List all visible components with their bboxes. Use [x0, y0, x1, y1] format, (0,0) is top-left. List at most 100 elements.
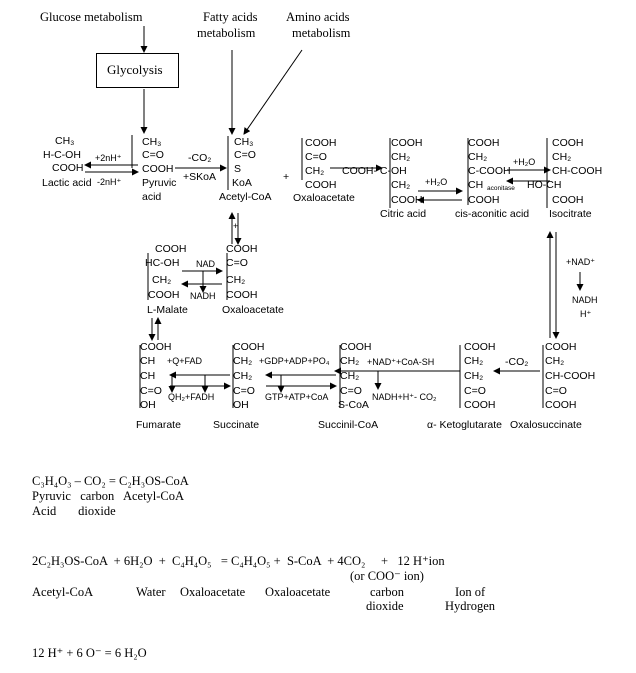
cis-l1: COOH — [468, 137, 500, 149]
lactic-name: Lactic acid — [42, 177, 92, 189]
citric-l2: CH₂ — [391, 151, 411, 163]
cis-l2: CH₂ — [468, 151, 488, 163]
oxalosucc-l5: COOH — [545, 399, 577, 411]
oxalosucc-l4: C=O — [545, 385, 567, 397]
eq3-line: 12 H⁺ + 6 O⁻ = 6 H₂O — [32, 646, 147, 660]
fumarate-name: Fumarate — [136, 419, 181, 431]
eq2-ion: Ion of — [455, 585, 486, 599]
iso-hplus: H⁺ — [580, 309, 592, 319]
citric-l4: CH₂ — [391, 179, 411, 191]
pyruvic-l3: COOH — [142, 163, 174, 175]
pyruvic-l2: C=O — [142, 149, 164, 161]
keto-l1: COOH — [464, 341, 496, 353]
oxalo-top-l3: CH₂ — [305, 165, 325, 177]
lactic-arrow-bottom: -2nH⁺ — [97, 177, 122, 187]
eq2-line: 2C₂H₃OS-CoA + 6H₂O + C₄H₄O₅ = C₄H₄O₅ + S… — [32, 554, 445, 568]
fumarate-l1: COOH — [140, 341, 172, 353]
amino-label-2: metabolism — [292, 26, 351, 40]
fumarate-l5: OH — [140, 399, 156, 411]
malate-name: L-Malate — [147, 304, 188, 316]
lactic-l2: H-C-OH — [43, 149, 81, 161]
citric-l1: COOH — [391, 137, 423, 149]
iso-l4: HO-CH — [527, 179, 562, 191]
eq1-labels: Pyruvic carbon Acetyl-CoA — [32, 489, 185, 503]
succinil-nad: +NAD⁺+CoA-SH — [367, 357, 435, 367]
eq2-oxalo2: Oxaloacetate — [265, 585, 331, 599]
oxalo-top-l4: COOH — [305, 179, 337, 191]
cis-l4: CH — [468, 179, 484, 191]
oxalosucc-l2: CH₂ — [545, 355, 565, 367]
citric-name: Citric acid — [380, 208, 427, 220]
keto-l4: C=O — [464, 385, 486, 397]
eq2-hydrogen: Hydrogen — [445, 599, 495, 613]
succinil-l5: S-CoA — [338, 399, 369, 411]
amino-label-1: Amino acids — [286, 10, 350, 24]
malate-l4: COOH — [148, 289, 180, 301]
succinil-name: Succinil-CoA — [318, 419, 379, 431]
acetyl-l1: CH₃ — [234, 136, 254, 148]
acetyl-name: Acetyl-CoA — [219, 191, 272, 203]
fumarate-l3: CH — [140, 370, 156, 382]
iso-nad: +NAD⁺ — [566, 257, 596, 267]
keto-l2: CH₂ — [464, 355, 484, 367]
malate-l3: CH₂ — [152, 274, 172, 286]
cis-h2o: +H₂O — [513, 157, 536, 167]
succinate-l3: CH₂ — [233, 370, 253, 382]
eq2-acetyl: Acetyl-CoA — [32, 585, 94, 599]
acetyl-plus: + — [283, 171, 290, 183]
fumarate-qfad: +Q+FAD — [167, 356, 203, 366]
lactic-l1: CH₃ — [55, 135, 75, 147]
pyruvic-name2: acid — [142, 191, 162, 203]
succinate-l2: CH₂ — [233, 355, 253, 367]
succinil-l3: CH₂ — [340, 370, 360, 382]
cis-name: cis-aconitic acid — [455, 208, 530, 220]
lactic-arrow-top: +2nH⁺ — [95, 153, 122, 163]
malate-l1: COOH — [155, 243, 187, 255]
oxalo-mid-plus: + — [233, 221, 239, 231]
malate-l2: HC-OH — [145, 257, 180, 269]
oxalo-mid-l1: COOH — [226, 243, 258, 255]
pyruvic-l1: CH₃ — [142, 136, 162, 148]
pyruvic-arrow-top: -CO₂ — [188, 152, 212, 164]
oxalo-mid-l2: C=O — [226, 257, 248, 269]
arrow-amino-acetyl — [243, 49, 303, 135]
cis-aconitase: aconitase — [487, 185, 515, 192]
citric-h2o: +H₂O — [425, 177, 448, 187]
oxalosucc-name: Oxalosuccinate — [510, 419, 582, 431]
iso-l5: COOH — [552, 194, 584, 206]
eq2-water: Water — [136, 585, 166, 599]
succinate-l4: C=O — [233, 385, 255, 397]
fatty-label-2: metabolism — [197, 26, 256, 40]
fatty-label-1: Fatty acids — [203, 10, 258, 24]
keto-name: α- Ketoglutarate — [427, 419, 502, 431]
lactic-l3: COOH — [52, 162, 84, 174]
keto-l3: CH₂ — [464, 370, 484, 382]
iso-l1: COOH — [552, 137, 584, 149]
keto-co2: -CO₂ — [505, 356, 529, 368]
succinate-gtp: GTP+ATP+CoA — [265, 392, 329, 402]
succinil-l1: COOH — [340, 341, 372, 353]
oxalosucc-l3: CH-COOH — [545, 370, 596, 382]
oxalo-mid-name: Oxaloacetate — [222, 304, 284, 316]
succinate-gdp: +GDP+ADP+PO₄ — [259, 356, 330, 366]
oxalo-mid-l3: CH₂ — [226, 274, 246, 286]
acetyl-l4: KoA — [232, 177, 252, 189]
iso-l3: CH-COOH — [552, 165, 603, 177]
keto-l5: COOH — [464, 399, 496, 411]
succinate-l5: OH — [233, 399, 249, 411]
succinate-l1: COOH — [233, 341, 265, 353]
citric-l5: COOH — [391, 194, 423, 206]
oxalo-top-l2: C=O — [305, 151, 327, 163]
succinil-l2: CH₂ — [340, 355, 360, 367]
succinil-nadh: NADH+H⁺- CO₂ — [372, 392, 437, 402]
oxalosucc-l1: COOH — [545, 341, 577, 353]
glycolysis-box — [96, 53, 179, 88]
cis-l3: C-COOH — [468, 165, 511, 177]
glucose-label: Glucose metabolism — [40, 10, 143, 24]
eq2-carbon: carbon — [370, 585, 405, 599]
eq1-line: C₃H₄O₃ – CO₂ = C₂H₃OS-CoA — [32, 474, 189, 488]
oxalo-mid-l4: COOH — [226, 289, 258, 301]
eq1-labels-2: Acid dioxide — [32, 504, 116, 518]
succinate-name: Succinate — [213, 419, 260, 431]
eq2-sub: (or COO⁻ ion) — [350, 569, 424, 583]
